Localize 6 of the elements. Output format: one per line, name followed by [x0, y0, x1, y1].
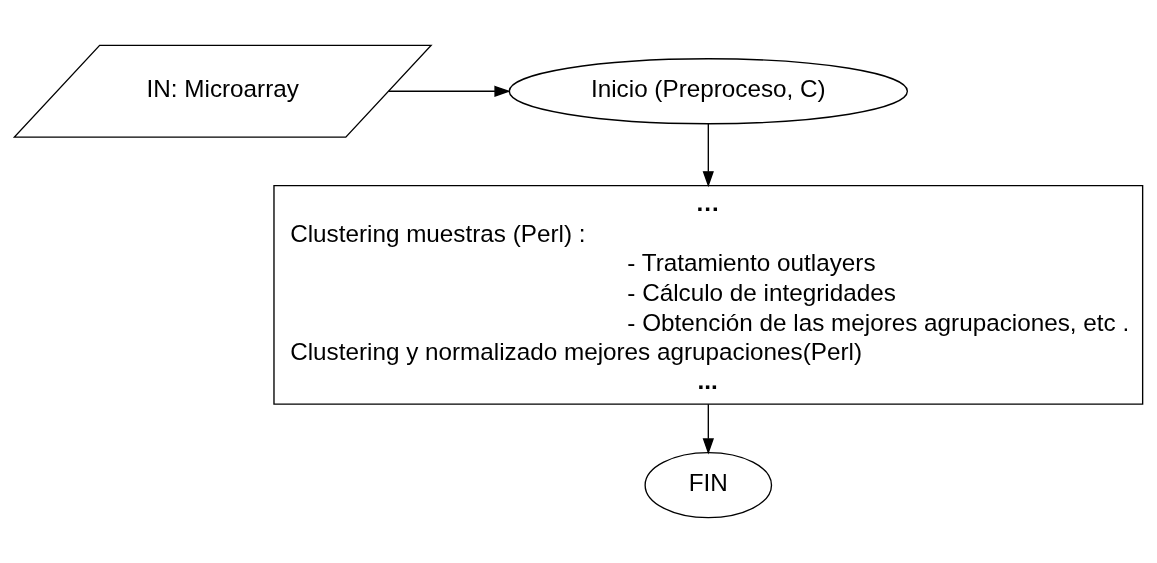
node-ellipse: Inicio (Preproceso, C) [508, 58, 909, 125]
arrow [702, 123, 714, 188]
arrow [388, 85, 511, 97]
node-ellipse: FIN [644, 452, 773, 519]
node-box: … Clustering muestras (Perl) : - Tratamiento outlayers - Cálculo de integridades - Obtención de las mejores agrupaciones, etc . Clustering y normalizado mejores agrupaciones(Perl) ... [273, 185, 1144, 405]
arrow [702, 403, 714, 455]
